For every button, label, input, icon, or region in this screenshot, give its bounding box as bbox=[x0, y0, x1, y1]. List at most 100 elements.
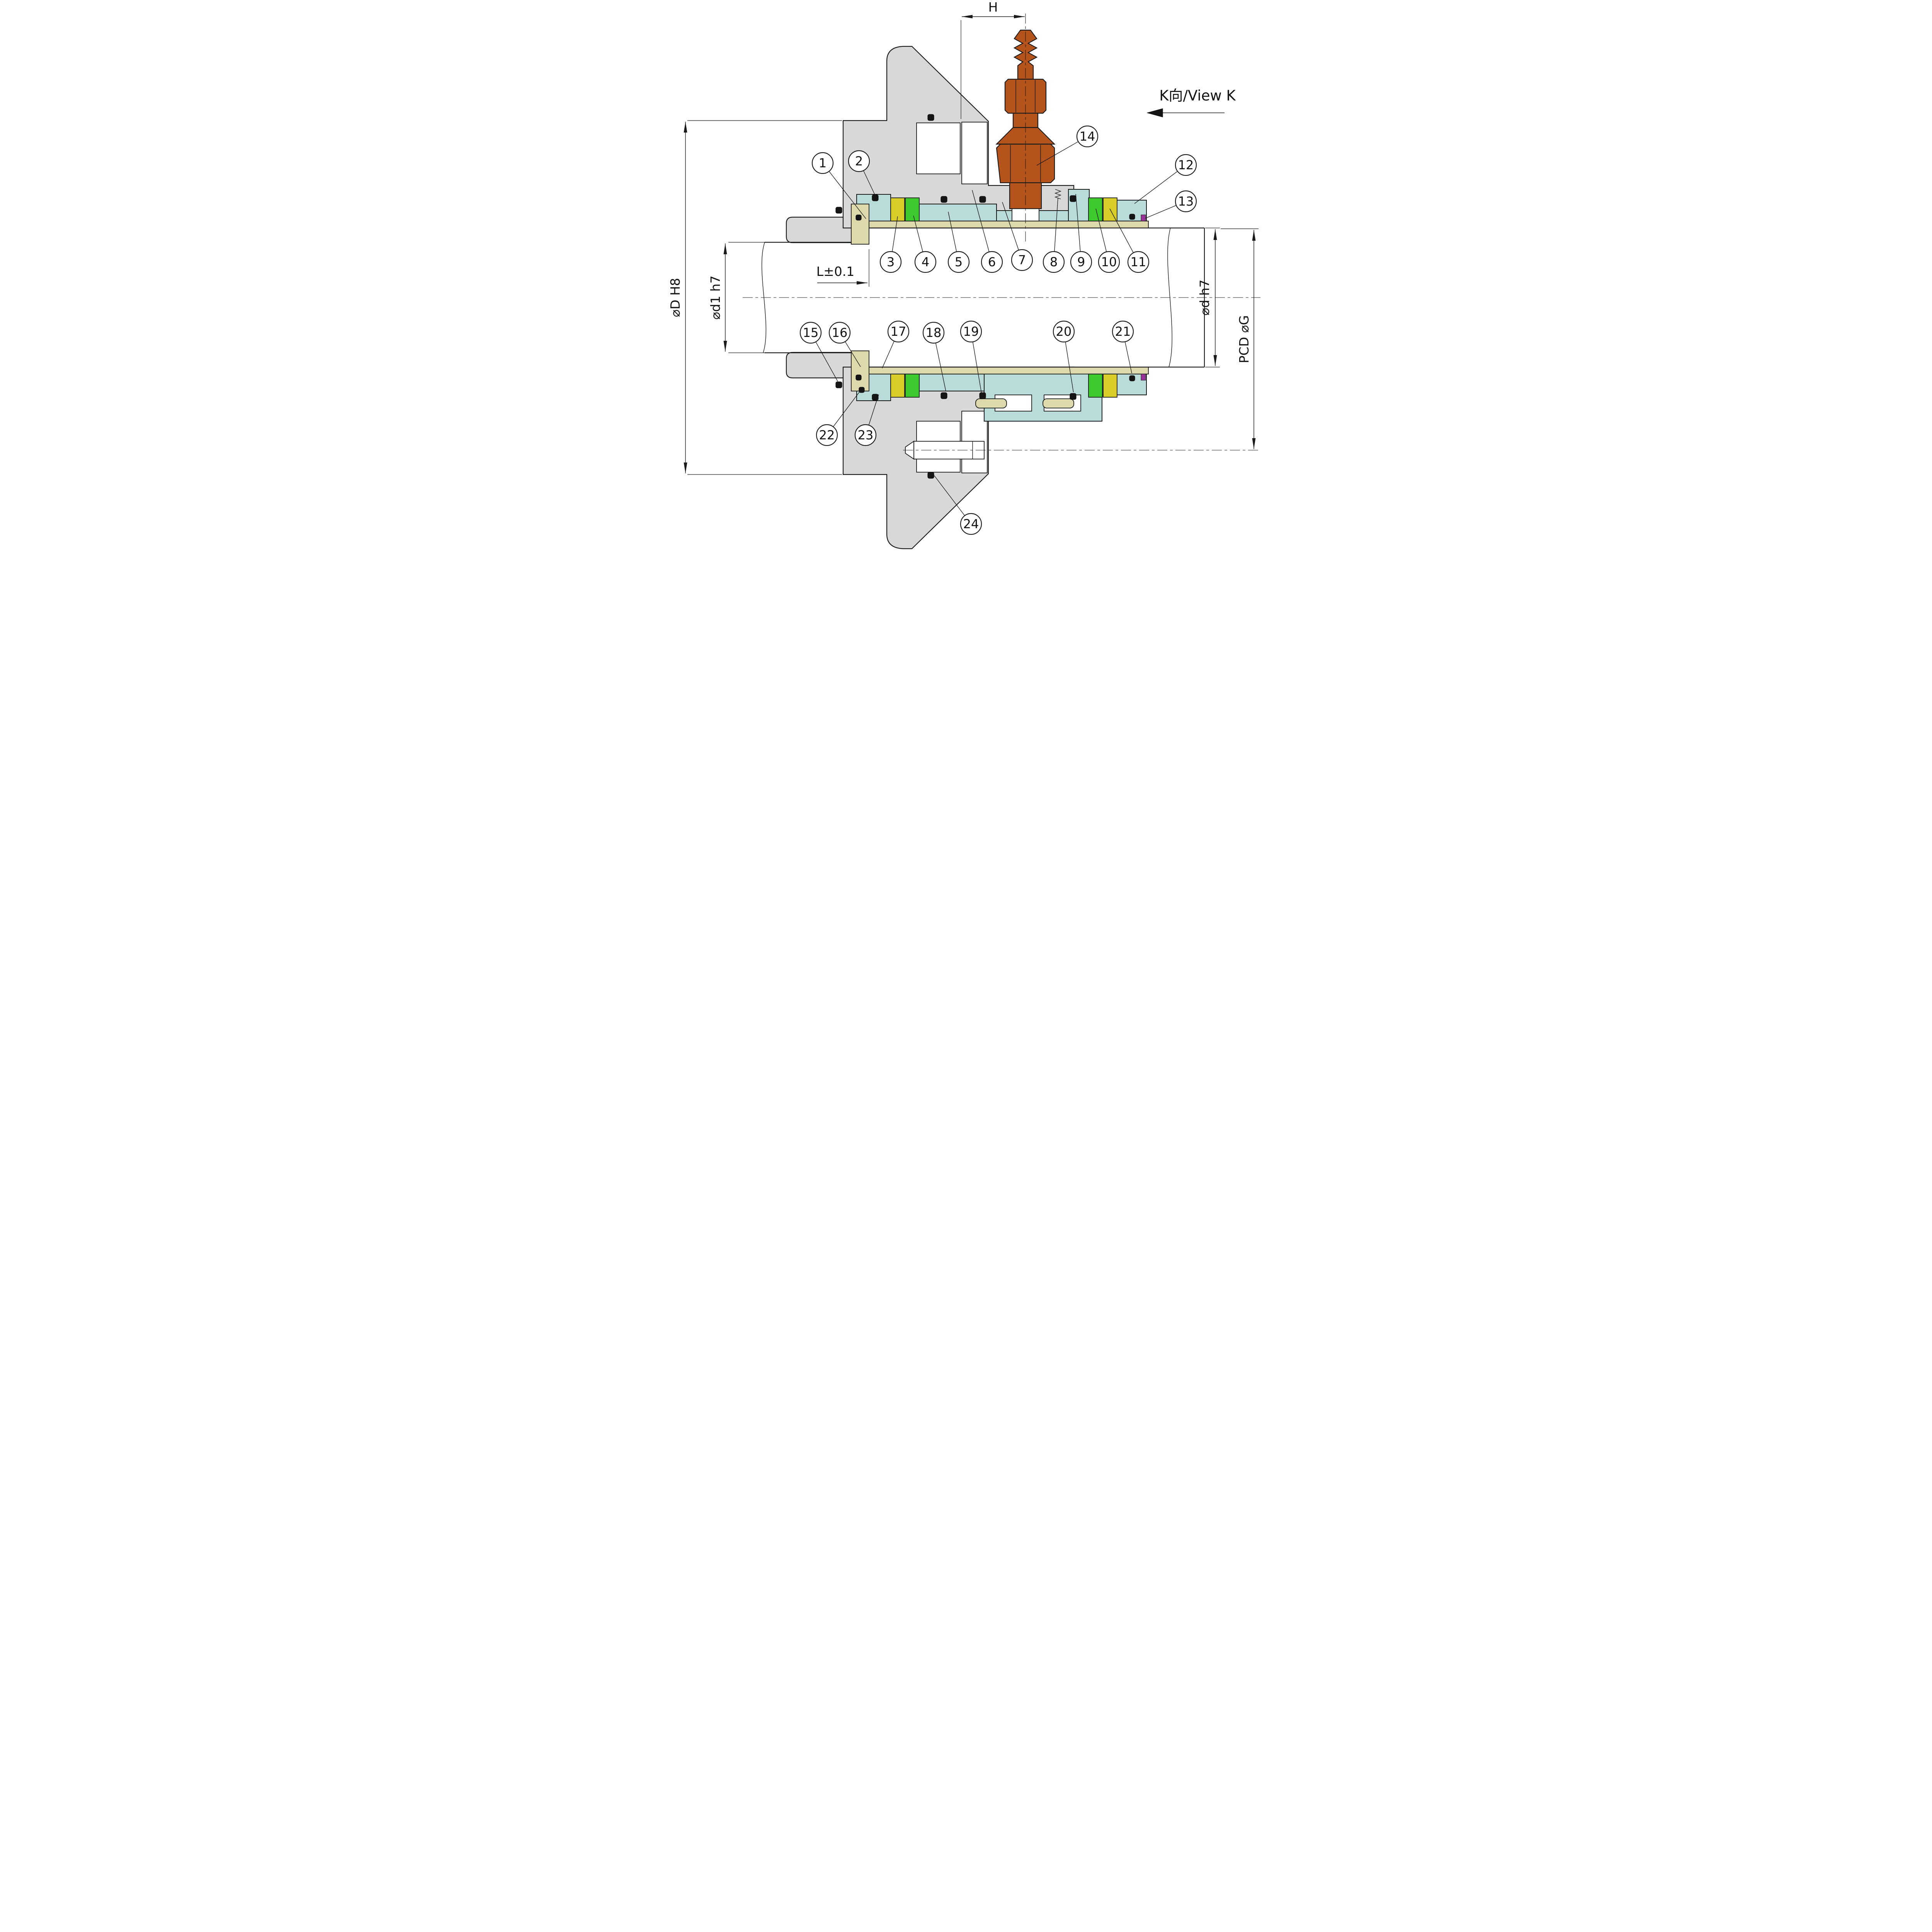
stationary-face-right-top bbox=[1103, 197, 1117, 221]
o-ring bbox=[979, 196, 986, 203]
dim-label-pcd: PCD ⌀G bbox=[1236, 315, 1252, 363]
callout-balloon bbox=[1053, 320, 1075, 343]
housing-wall-bottom bbox=[786, 352, 854, 379]
drawing-frame: H ⌀D H8 ⌀d1 h7 L±0.1 ⌀d h7 PCD ⌀G K向/Vie… bbox=[663, 0, 1269, 554]
callout-leader bbox=[972, 190, 992, 262]
rotary-face-left-bottom bbox=[905, 374, 920, 398]
o-ring bbox=[1129, 375, 1135, 381]
lip-seal-bottom bbox=[1141, 374, 1146, 381]
callout-balloon bbox=[947, 251, 970, 273]
o-ring bbox=[835, 381, 842, 388]
callout-4: 4 bbox=[913, 215, 937, 273]
sleeve-bottom bbox=[852, 367, 1149, 374]
callout-balloon bbox=[879, 251, 902, 273]
dim-label-inner-diameter: ⌀d1 h7 bbox=[708, 276, 723, 320]
callout-balloon bbox=[799, 321, 822, 344]
o-ring bbox=[872, 394, 879, 401]
callout-balloon bbox=[1175, 154, 1197, 176]
callout-23: 23 bbox=[854, 394, 879, 446]
o-ring bbox=[927, 472, 934, 479]
callout-number: 23 bbox=[858, 428, 874, 442]
callout-number: 13 bbox=[1178, 194, 1194, 209]
callout-balloon bbox=[848, 150, 870, 172]
o-ring bbox=[940, 392, 947, 399]
callout-balloon bbox=[1011, 249, 1033, 271]
callout-number: 17 bbox=[891, 324, 906, 339]
callout-number: 21 bbox=[1115, 324, 1131, 339]
o-ring bbox=[872, 194, 879, 201]
callout-18: 18 bbox=[922, 321, 946, 392]
anti-rotation-spring bbox=[1054, 189, 1062, 199]
seat-holder bbox=[919, 204, 997, 221]
callout-number: 11 bbox=[1131, 255, 1146, 269]
o-ring bbox=[855, 214, 862, 221]
o-ring bbox=[1070, 195, 1077, 202]
callout-7: 7 bbox=[1002, 202, 1033, 271]
callout-8: 8 bbox=[1043, 197, 1065, 273]
callout-number: 6 bbox=[988, 255, 996, 269]
callout-17: 17 bbox=[882, 320, 910, 369]
gland-top-recess bbox=[916, 122, 961, 174]
callout-number: 19 bbox=[963, 324, 979, 339]
drive-clip-right bbox=[1043, 398, 1074, 408]
callout-number: 2 bbox=[855, 154, 863, 168]
callout-2: 2 bbox=[848, 150, 876, 197]
callout-16: 16 bbox=[828, 321, 861, 367]
stationary-face-right-bottom bbox=[1103, 374, 1117, 398]
callout-balloon bbox=[1098, 251, 1120, 273]
centerlines bbox=[743, 14, 1260, 451]
callout-number: 20 bbox=[1056, 324, 1072, 339]
o-ring bbox=[927, 114, 934, 121]
gland-plate-top bbox=[842, 46, 1075, 229]
callout-21: 21 bbox=[1112, 320, 1134, 374]
o-ring bbox=[1129, 214, 1135, 220]
callout-number: 15 bbox=[803, 325, 819, 340]
callout-balloon bbox=[1112, 320, 1134, 343]
o-ring bbox=[940, 196, 947, 203]
callout-number: 7 bbox=[1018, 253, 1026, 267]
seal-face-rings bbox=[890, 197, 1117, 398]
o-ring bbox=[1070, 393, 1077, 400]
callout-number: 8 bbox=[1050, 255, 1058, 269]
lip-seal-top bbox=[1141, 214, 1146, 221]
callout-number: 12 bbox=[1178, 158, 1194, 172]
callout-12: 12 bbox=[1134, 154, 1197, 204]
callout-number: 14 bbox=[1080, 129, 1095, 144]
callout-leader bbox=[1075, 194, 1082, 262]
callout-13: 13 bbox=[1145, 190, 1197, 219]
dim-label-shaft-diameter: ⌀d h7 bbox=[1197, 279, 1212, 315]
rotary-face-right-bottom bbox=[1088, 374, 1103, 398]
callout-balloon bbox=[981, 251, 1003, 273]
callout-1: 1 bbox=[811, 152, 866, 219]
callout-9: 9 bbox=[1070, 194, 1092, 273]
view-k: K向/View K bbox=[1146, 87, 1236, 117]
rotary-face-left-top bbox=[905, 197, 920, 221]
dim-label-h: H bbox=[988, 0, 998, 15]
rotary-face-right-top bbox=[1088, 197, 1103, 221]
o-ring bbox=[835, 207, 842, 214]
callout-19: 19 bbox=[960, 320, 982, 393]
callout-balloon bbox=[1175, 190, 1197, 213]
callout-10: 10 bbox=[1095, 208, 1120, 273]
callout-balloon bbox=[816, 424, 838, 446]
callout-number: 22 bbox=[819, 428, 835, 442]
callout-number: 18 bbox=[926, 325, 942, 340]
callout-15: 15 bbox=[799, 321, 838, 382]
callout-balloon bbox=[828, 321, 851, 344]
callout-balloon bbox=[922, 321, 945, 344]
view-k-arrow-head bbox=[1146, 108, 1163, 117]
o-ring bbox=[979, 392, 986, 399]
dim-label-length: L±0.1 bbox=[816, 264, 855, 279]
callout-balloon bbox=[1043, 251, 1065, 273]
callout-balloon bbox=[1127, 251, 1150, 273]
dimensions: H ⌀D H8 ⌀d1 h7 L±0.1 ⌀d h7 PCD ⌀G bbox=[668, 0, 1259, 475]
callout-balloon bbox=[1076, 125, 1099, 148]
callout-balloon bbox=[1070, 251, 1092, 273]
o-ring bbox=[859, 387, 865, 393]
callout-number: 5 bbox=[955, 255, 963, 269]
dim-label-outer-diameter: ⌀D H8 bbox=[668, 278, 683, 317]
callout-6: 6 bbox=[972, 190, 1003, 273]
callout-balloon bbox=[854, 424, 877, 446]
stationary-face-left-bottom bbox=[890, 374, 905, 398]
